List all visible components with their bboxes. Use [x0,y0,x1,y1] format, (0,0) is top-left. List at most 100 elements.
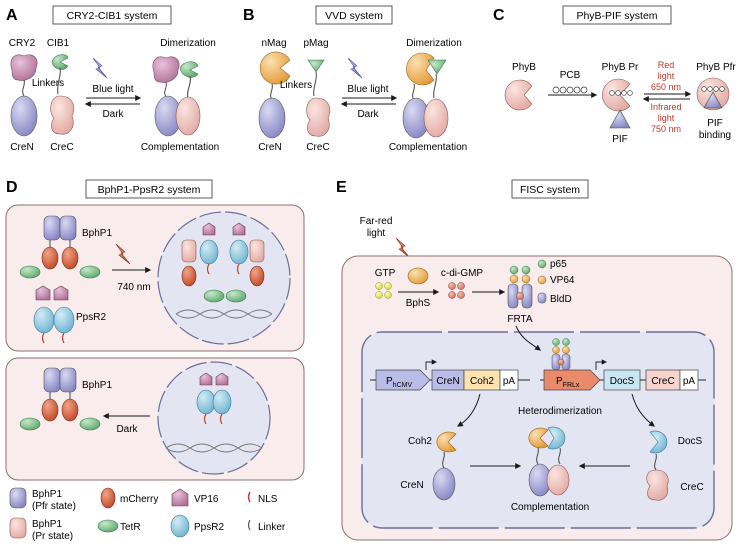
legend-bphp1-pr-2: (Pr state) [32,531,73,542]
legend-tetr: TetR [120,522,141,533]
panel-a-title-box [52,5,172,25]
label-coh2-box: Coh2 [470,376,494,387]
label-pa-1: pA [503,376,516,387]
legend-d: BphP1 (Pfr state) BphP1 (Pr state) mCher… [9,487,286,542]
label-docs-box: DocS [610,376,635,387]
label-heterodimerization: Heterodimerization [518,406,602,417]
linker-b-2 [313,71,317,97]
cren-protein-a [10,95,38,137]
frta-complex [507,265,533,309]
panel-d: D BphP1-PpsR2 system BphP1 PpsR2 740 nm [5,179,305,542]
panel-b-title-box [315,5,393,25]
promoter-hcmv [375,369,431,391]
label-complementation-e: Complementation [511,502,589,513]
label-dark-a: Dark [102,109,124,120]
label-linkers-b: Linkers [280,80,312,91]
label-cren-box: CreN [436,376,459,387]
legend-bphp1-pfr-2: (Pfr state) [32,501,76,512]
panel-e: E FISC system Far-red light GTP BphS c-d… [336,179,733,541]
label-gtp: GTP [375,268,396,279]
bphp1-pr-dimer [19,367,101,431]
blue-light-bolt-b [347,57,363,79]
label-cib1: CIB1 [47,38,70,49]
cry2-dimer [152,56,180,83]
label-phyb-pfr: PhyB Pfr [696,62,736,73]
label-red-1: Red [658,60,675,70]
legend-vp16: VP16 [194,494,219,505]
label-cren-a: CreN [10,142,33,153]
bphp1-pfr-dimer [19,215,101,279]
label-pif-binding-2: binding [699,130,731,141]
cib1-dimer [179,61,199,78]
linker-a-1 [22,79,25,97]
linker-a-2 [57,67,61,95]
bphs-enzyme [407,267,429,285]
blue-light-bolt-a [92,57,108,79]
nmag-protein [259,51,291,85]
pif-protein [609,109,631,129]
label-bphp1-bottom: BphP1 [82,380,112,391]
docs-protein [649,430,668,454]
tss-arrow-2 [595,359,608,370]
crec-protein-e [646,469,669,501]
panel-letter-d: D [6,179,18,196]
panel-letter-a: A [6,7,18,24]
phyb-pfr-chromophore [701,86,725,92]
label-crec-e: CreC [680,482,703,493]
promoter-frl [543,369,601,391]
fisc-complex [528,426,570,497]
ppsr2-dimer [33,285,75,344]
dna-top [175,309,273,319]
phyb-pr-chromophore [609,90,633,96]
label-ir-3: 750 nm [651,124,681,134]
label-ppsr2: PpsR2 [76,312,106,323]
label-bphs: BphS [406,298,431,309]
linker-e-1 [442,451,445,469]
label-pmag: pMag [303,38,328,49]
label-red-3: 650 nm [651,82,681,92]
docs-box [603,369,641,391]
label-pcb: PCB [560,70,581,81]
label-crec-box: CreC [651,376,674,387]
label-ir-2: light [658,113,675,123]
label-complementation-a: Complementation [141,142,219,153]
legend-linker: Linker [258,522,286,533]
label-nmag: nMag [261,38,286,49]
linker-b-dimer-2 [433,73,437,99]
label-phyb: PhyB [512,62,536,73]
linker-e-2 [654,453,657,471]
crec-dimer-a [175,96,201,136]
label-p65: p65 [550,259,567,270]
panel-letter-e: E [336,179,347,196]
label-p-frl: PFRLx [556,376,580,389]
crec-protein-a [50,95,75,135]
label-frta: FRTA [507,314,533,325]
linker-b-1 [270,83,273,101]
label-red-2: light [658,71,675,81]
label-dark-d: Dark [116,424,138,435]
pcb-chain [552,86,588,94]
bldd-marker [537,292,547,304]
panel-e-title-box [511,179,589,199]
panel-a: A CRY2-CIB1 system CRY2 CIB1 Linkers Cre… [6,5,219,153]
panel-e-title: FISC system [520,184,580,196]
cdigmp-molecules [448,282,465,299]
cry2-protein [10,54,38,81]
arrow-express-1 [456,393,481,427]
pif-bound [703,91,723,109]
label-dark-b: Dark [357,109,379,120]
p65-marker [537,259,547,269]
panel-d-title: BphP1-PpsR2 system [98,184,201,196]
panel-b: B VVD system nMag pMag Linkers CreN CreC… [243,5,467,153]
pmag-dimer [427,59,447,75]
linker-b-dimer-1 [412,83,415,101]
crec-protein-b [306,97,331,137]
label-dimerization-b: Dimerization [406,38,462,49]
label-cren-b: CreN [258,142,281,153]
label-crec-a: CreC [50,142,73,153]
label-vp64: VP64 [550,275,575,286]
label-farred-2: light [367,228,386,239]
cib1-protein [51,54,69,70]
legend-mcherry: mCherry [120,494,158,505]
phyb-protein [504,79,533,111]
